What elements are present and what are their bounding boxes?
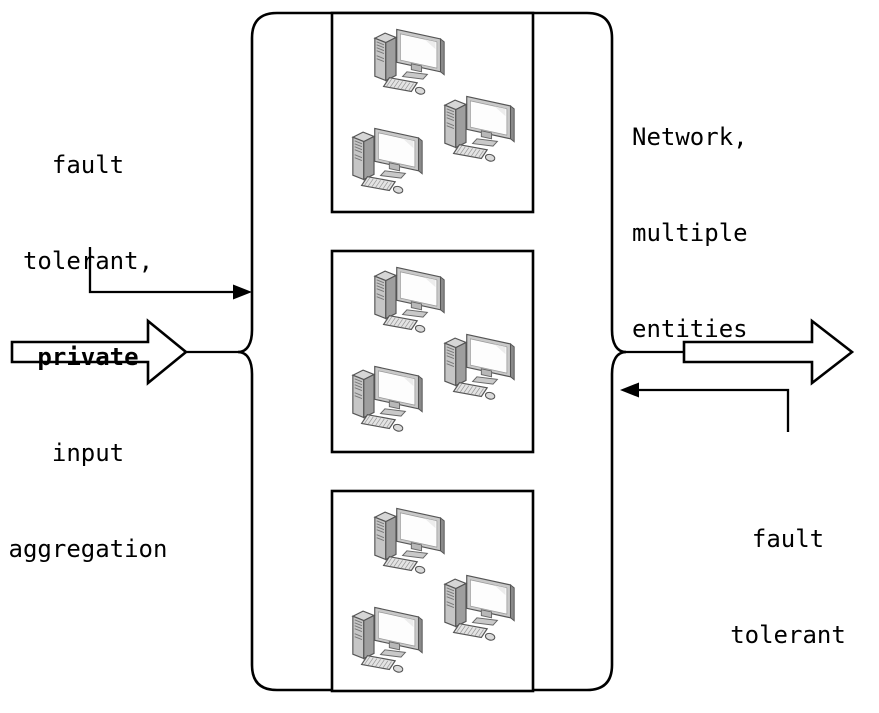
output-flow-arrow	[682, 318, 855, 386]
output-aggregation-arrowhead	[620, 382, 639, 398]
input-label-line: tolerant,	[22, 247, 154, 275]
output-label-line: tolerant	[730, 621, 846, 649]
input-aggregation-arrowhead	[233, 284, 252, 300]
entity-group-box-1	[330, 11, 535, 214]
output-aggregation-arrow-line	[636, 388, 790, 432]
entity-group-box-3	[330, 489, 535, 693]
input-label-line-emphasis: private	[37, 343, 139, 371]
network-label-line: multiple	[632, 219, 748, 247]
entity-group-box-2	[330, 249, 535, 454]
output-aggregation-label: fault tolerant output aggregation	[700, 459, 876, 713]
input-label-line: input	[51, 439, 125, 467]
input-aggregation-arrow-line	[88, 247, 236, 294]
input-flow-arrow	[10, 318, 189, 386]
input-label-line: aggregation	[8, 535, 168, 563]
network-label-line: Network,	[632, 123, 748, 151]
network-label: Network, multiple entities	[632, 57, 852, 409]
network-label-line: entities	[632, 315, 748, 343]
output-label-line: fault	[751, 525, 825, 553]
input-label-line: fault	[51, 151, 125, 179]
network-container-outline	[237, 11, 627, 692]
input-aggregation-label: fault tolerant, private input aggregatio…	[2, 85, 174, 629]
